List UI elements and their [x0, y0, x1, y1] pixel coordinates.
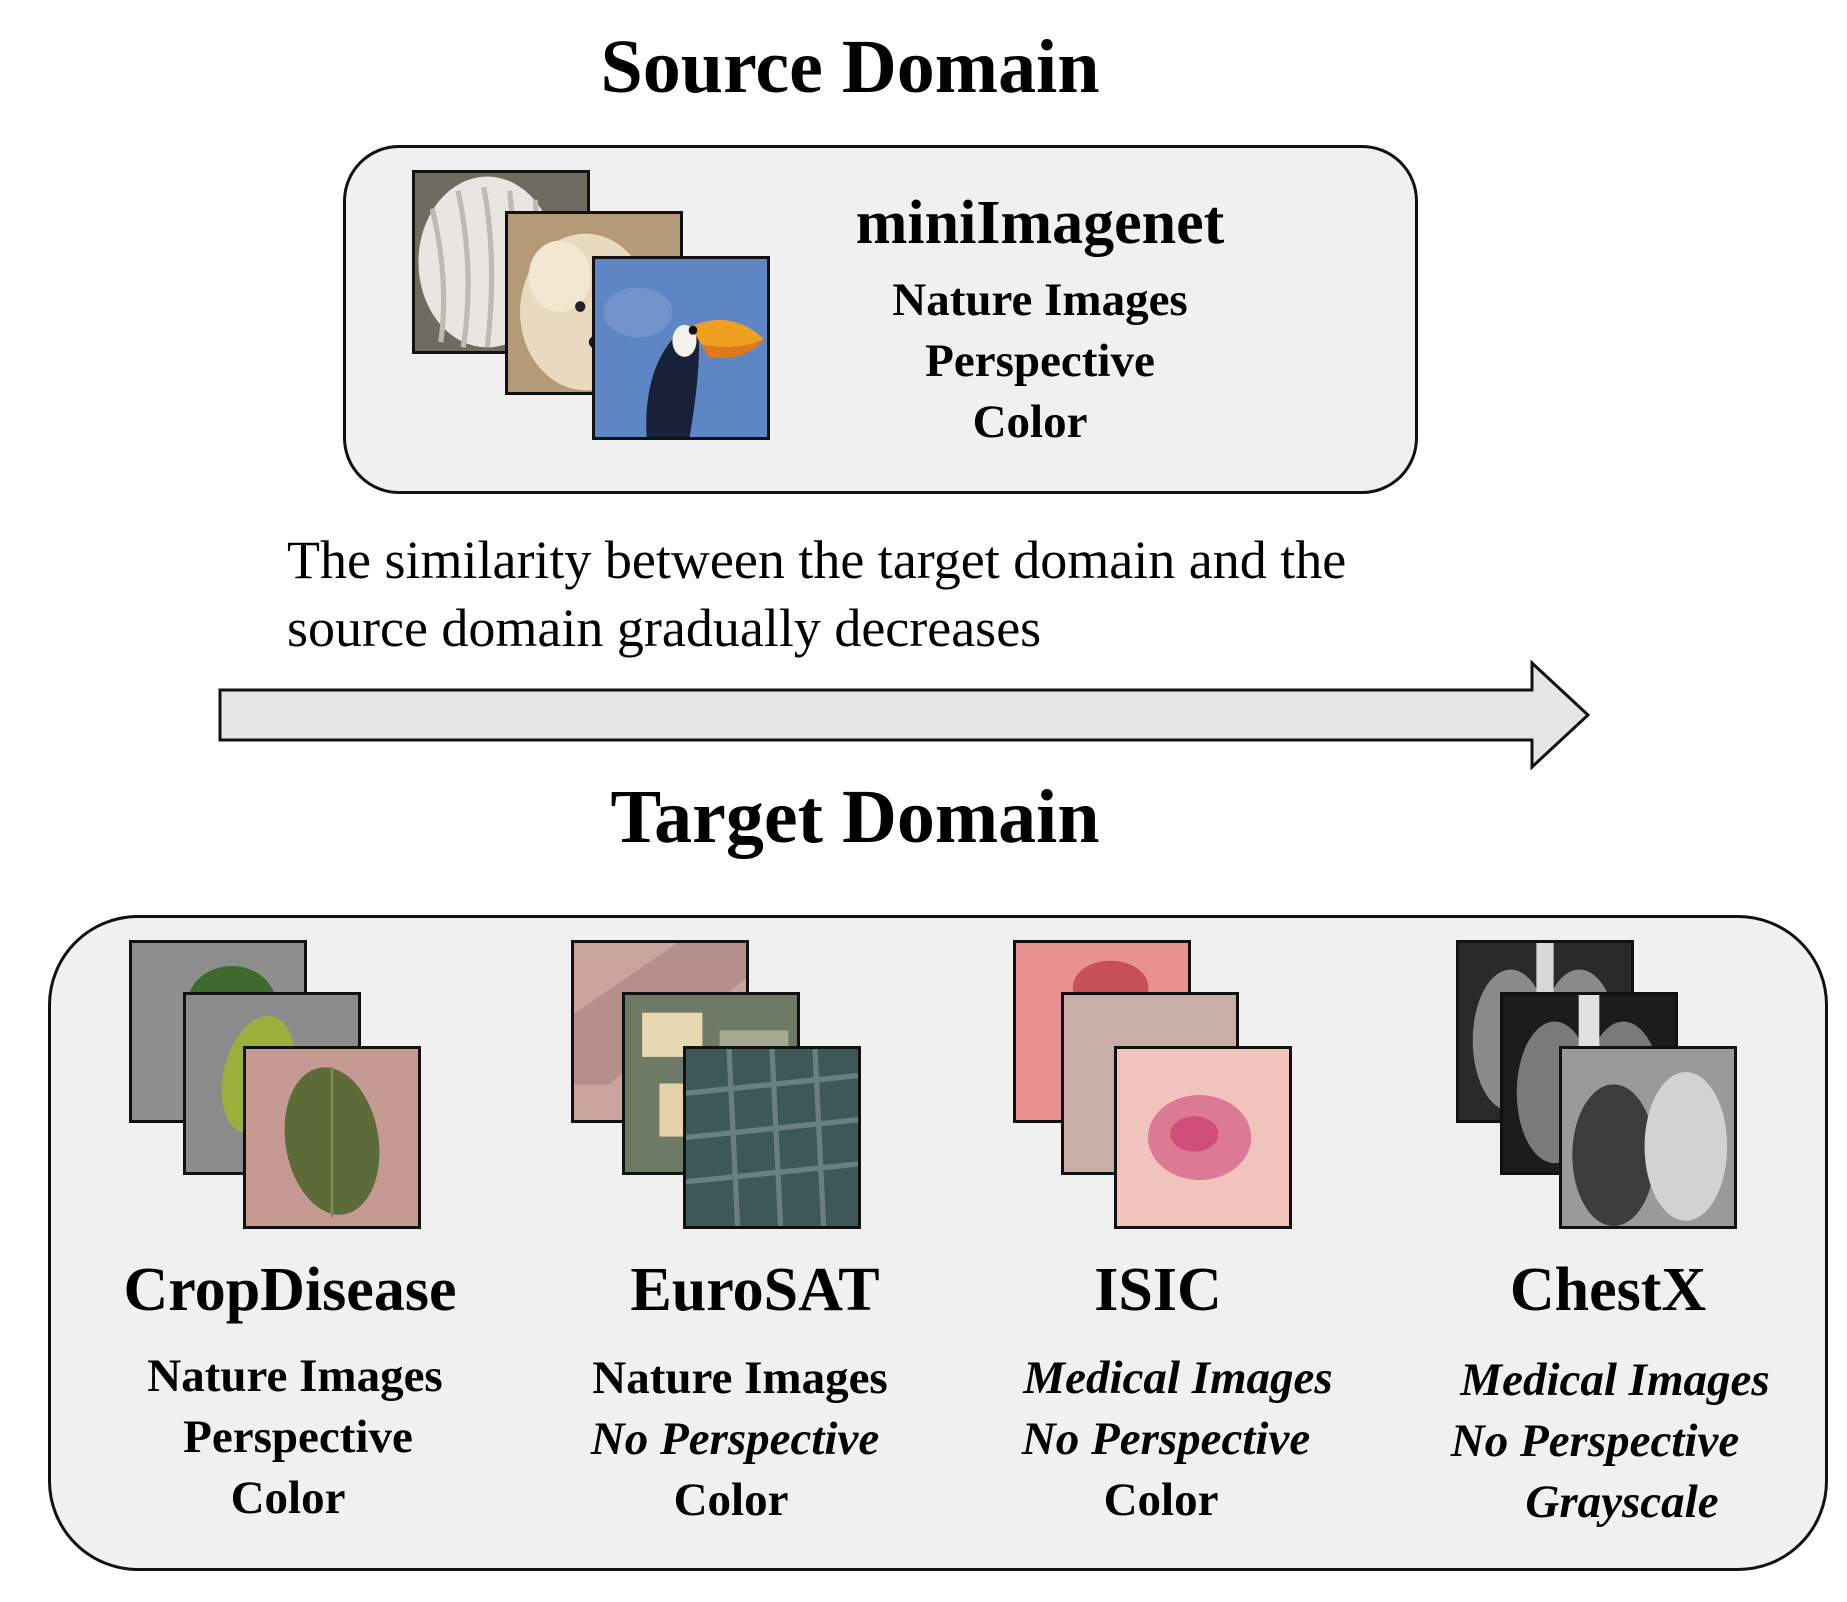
chestx-property-domain: Medical Images	[1460, 1354, 1770, 1406]
eurosat-property-domain: Nature Images	[592, 1352, 888, 1404]
similarity-arrow	[218, 659, 1591, 771]
isic-property-domain: Medical Images	[1023, 1352, 1333, 1404]
target-domain-heading: Target Domain	[610, 775, 1100, 859]
isic-property-perspective: No Perspective	[1021, 1413, 1311, 1465]
cropdisease-property-domain: Nature Images	[147, 1350, 443, 1402]
satellite-grid-image	[683, 1046, 861, 1229]
chestx-property-color: Grayscale	[1525, 1476, 1719, 1528]
miniimagenet-property-perspective: Perspective	[925, 335, 1155, 387]
isic-name: ISIC	[1094, 1256, 1222, 1324]
chestx-name: ChestX	[1509, 1256, 1707, 1324]
cropdisease-property-color: Color	[230, 1472, 346, 1524]
miniimagenet-property-color: Color	[972, 396, 1088, 448]
isic-property-color: Color	[1103, 1474, 1219, 1526]
toucan-image	[592, 256, 770, 440]
xray-chest-3-image	[1559, 1046, 1737, 1229]
cropdisease-property-perspective: Perspective	[183, 1411, 413, 1463]
eurosat-name: EuroSAT	[630, 1256, 880, 1324]
skin-lesion-pink-image	[1114, 1046, 1292, 1229]
eurosat-property-color: Color	[673, 1474, 789, 1526]
miniimagenet-property-domain: Nature Images	[892, 274, 1188, 326]
similarity-note-line-2: source domain gradually decreases	[287, 598, 1042, 658]
source-domain-heading: Source Domain	[600, 25, 1100, 109]
similarity-note-line-1: The similarity between the target domain…	[287, 530, 1347, 590]
miniimagenet-name: miniImagenet	[855, 189, 1225, 257]
leaf-pink-image	[243, 1046, 421, 1229]
eurosat-property-perspective: No Perspective	[590, 1413, 880, 1465]
chestx-property-perspective: No Perspective	[1450, 1415, 1740, 1467]
cropdisease-name: CropDisease	[123, 1256, 457, 1324]
